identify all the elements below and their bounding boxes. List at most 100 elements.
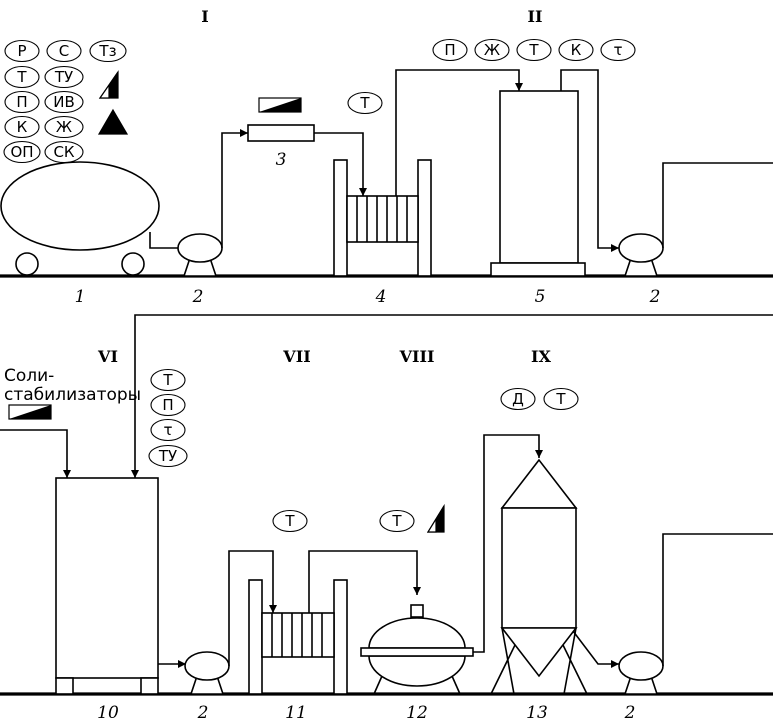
heat-exchanger <box>333 159 432 277</box>
stage-label-viii: VIII <box>399 347 435 366</box>
pipe <box>560 69 619 249</box>
pipe <box>228 550 274 666</box>
equipment-number-1: 1 <box>75 287 86 307</box>
flow-arrow-icon <box>269 605 277 613</box>
parameter-tag: τ <box>600 38 636 62</box>
legend-tag: К <box>4 115 40 139</box>
stage-label-vi: VI <box>97 347 118 366</box>
pump <box>184 651 230 695</box>
heater <box>247 124 315 142</box>
parameter-tag: Т <box>150 368 186 392</box>
gradient-wedge-icon <box>8 404 52 420</box>
heat-exchanger <box>248 579 348 695</box>
gradient-wedge-icon <box>258 97 302 113</box>
svg-text:Т: Т <box>16 68 27 86</box>
pipe <box>221 132 248 248</box>
legend-tag: Р <box>4 39 40 63</box>
flow-arrow-icon <box>359 188 367 196</box>
legend-tag: ТУ <box>44 65 84 89</box>
svg-text:ОП: ОП <box>10 143 33 161</box>
svg-text:Т: Т <box>162 371 173 389</box>
equipment-number-10: 10 <box>97 703 119 720</box>
pipe <box>314 132 364 196</box>
mixing-tank <box>55 477 159 695</box>
equipment-number-4: 4 <box>375 287 387 307</box>
parameter-tag: Ж <box>474 38 510 62</box>
svg-text:К: К <box>17 118 28 136</box>
equipment-number-2: 2 <box>192 287 204 307</box>
parameter-tag: τ <box>150 418 186 442</box>
svg-text:Тз: Тз <box>98 42 116 60</box>
feed-label-line-1: Соли- <box>4 366 54 386</box>
pipe <box>134 314 773 478</box>
legend-tag: Ж <box>44 115 84 139</box>
svg-text:ТУ: ТУ <box>54 68 73 86</box>
parameter-tag: П <box>150 393 186 417</box>
svg-text:Т: Т <box>555 390 566 408</box>
equipment-number-13: 13 <box>526 703 548 720</box>
svg-text:СК: СК <box>53 143 74 161</box>
legend-tag: С <box>46 39 82 63</box>
parameter-tag: Т <box>379 509 415 533</box>
svg-text:П: П <box>162 396 173 414</box>
svg-text:Т: Т <box>391 512 402 530</box>
half-filled-triangle-icon <box>98 70 119 99</box>
parameter-tag: К <box>558 38 594 62</box>
pipe <box>572 630 619 665</box>
pump <box>177 233 223 277</box>
pipe <box>473 434 540 653</box>
parameter-tag: Т <box>272 509 308 533</box>
legend-tag: П <box>4 90 40 114</box>
parameter-tag: Д <box>500 387 536 411</box>
pipe <box>149 232 178 249</box>
svg-text:К: К <box>571 41 582 59</box>
svg-text:τ: τ <box>613 41 622 59</box>
equipment-number-2: 2 <box>624 703 636 720</box>
legend-tag: Тз <box>89 39 127 63</box>
equipment-number-3: 3 <box>276 150 287 170</box>
flow-arrow-icon <box>515 83 523 91</box>
svg-text:Д: Д <box>512 390 524 408</box>
parameter-tag: П <box>432 38 468 62</box>
svg-text:С: С <box>59 42 69 60</box>
svg-text:П: П <box>16 93 27 111</box>
parameter-tag: Т <box>516 38 552 62</box>
legend-tag: СК <box>44 140 84 164</box>
svg-text:Р: Р <box>17 42 26 60</box>
flow-arrow-icon <box>535 450 543 458</box>
pipe <box>662 533 773 666</box>
half-filled-triangle-icon <box>426 503 445 533</box>
parameter-tag: ТУ <box>148 444 188 468</box>
feed-label-line-2: стабилизаторы <box>4 385 141 405</box>
reactor-vessel <box>360 604 474 695</box>
flow-arrow-icon <box>63 470 71 478</box>
svg-text:ТУ: ТУ <box>158 447 177 465</box>
filled-triangle-icon <box>97 108 129 135</box>
pipe <box>395 69 520 196</box>
equipment-number-5: 5 <box>535 287 546 307</box>
svg-text:Ж: Ж <box>56 118 72 136</box>
flow-arrow-icon <box>611 244 619 252</box>
svg-text:Т: Т <box>284 512 295 530</box>
equipment-number-2: 2 <box>649 287 661 307</box>
svg-text:П: П <box>444 41 455 59</box>
equipment-number-2: 2 <box>197 703 209 720</box>
flow-arrow-icon <box>178 660 186 668</box>
stage-label-ix: IX <box>531 347 551 366</box>
legend-tags: Р С Тз Т ТУ П ИВ К Ж ОП СК <box>3 39 127 164</box>
legend-tag: ИВ <box>44 90 84 114</box>
tanker-truck <box>0 161 160 276</box>
svg-text:Ж: Ж <box>484 41 500 59</box>
flow-arrow-icon <box>131 470 139 478</box>
pipe <box>662 162 773 248</box>
storage-tank <box>490 90 586 277</box>
legend-tag: ОП <box>3 140 41 164</box>
spray-dryer <box>490 458 588 695</box>
pump <box>618 233 664 277</box>
svg-text:ИВ: ИВ <box>53 93 75 111</box>
equipment-number-12: 12 <box>406 703 428 720</box>
parameter-tag: Т <box>347 91 383 115</box>
svg-text:Т: Т <box>359 94 370 112</box>
flow-arrow-icon <box>240 129 248 137</box>
